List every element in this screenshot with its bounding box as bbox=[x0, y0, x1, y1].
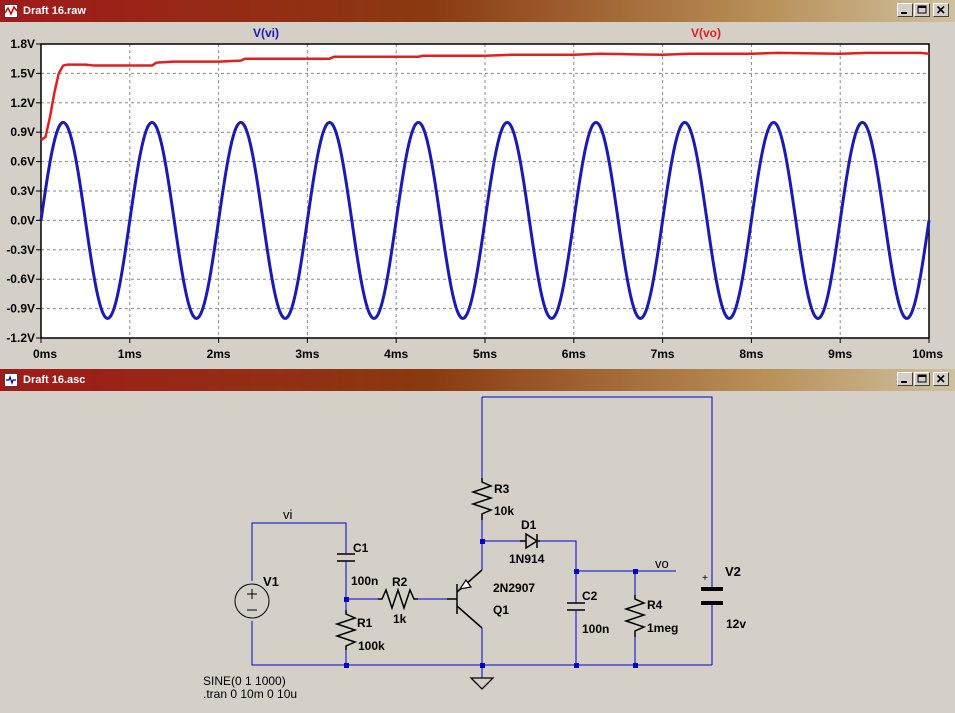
q1-label[interactable]: Q1 bbox=[493, 603, 509, 617]
y-tick-label: -0.6V bbox=[6, 272, 35, 286]
maximize-icon bbox=[917, 374, 927, 383]
wires bbox=[251, 396, 713, 678]
y-axis-ticks: 1.8V 1.5V 1.2V 0.9V 0.6V 0.3V 0.0V -0.3V -0.6V -0… bbox=[6, 37, 41, 345]
x-tick-label: 4ms bbox=[384, 347, 408, 361]
waveform-close-button[interactable] bbox=[933, 3, 949, 17]
trace-label-vo[interactable]: V(vo) bbox=[691, 26, 721, 40]
schematic-labels: vi vo V1 C1 100n R1 100k R2 1k R3 10k D1… bbox=[203, 482, 746, 701]
plot-traces bbox=[39, 51, 931, 320]
r3-value[interactable]: 10k bbox=[494, 504, 514, 518]
maximize-icon bbox=[917, 5, 927, 14]
x-tick-label: 1ms bbox=[118, 347, 142, 361]
y-tick-label: 1.8V bbox=[10, 37, 35, 51]
r3-label[interactable]: R3 bbox=[494, 482, 510, 496]
schematic-maximize-button[interactable] bbox=[914, 372, 930, 386]
y-tick-label: 1.2V bbox=[10, 96, 35, 110]
trace-label-vi[interactable]: V(vi) bbox=[253, 26, 279, 40]
d1-diode[interactable] bbox=[520, 532, 540, 550]
y-tick-label: 1.5V bbox=[10, 66, 35, 80]
schematic-window-title: Draft 16.asc bbox=[23, 374, 86, 386]
x-tick-label: 3ms bbox=[295, 347, 319, 361]
waveform-titlebar[interactable]: Draft 16.raw bbox=[0, 0, 955, 22]
schematic-close-button[interactable] bbox=[933, 372, 949, 386]
x-tick-label: 7ms bbox=[651, 347, 675, 361]
y-tick-label: -1.2V bbox=[6, 331, 35, 345]
v2-label[interactable]: V2 bbox=[725, 564, 741, 579]
tran-directive[interactable]: .tran 0 10m 0 10u bbox=[203, 687, 297, 701]
r4-resistor[interactable] bbox=[623, 595, 647, 637]
waveform-minimize-button[interactable] bbox=[897, 3, 913, 17]
q1-model[interactable]: 2N2907 bbox=[493, 581, 535, 595]
trace-vi bbox=[39, 120, 931, 320]
r1-label[interactable]: R1 bbox=[357, 616, 373, 630]
x-tick-label: 5ms bbox=[473, 347, 497, 361]
r2-label[interactable]: R2 bbox=[392, 575, 408, 589]
net-label-vo[interactable]: vo bbox=[655, 556, 669, 571]
x-tick-label: 9ms bbox=[828, 347, 852, 361]
schematic-minimize-button[interactable] bbox=[897, 372, 913, 386]
r4-label[interactable]: R4 bbox=[647, 598, 663, 612]
q1-transistor[interactable] bbox=[447, 569, 483, 629]
d1-model[interactable]: 1N914 bbox=[509, 552, 545, 566]
r1-resistor[interactable] bbox=[334, 610, 358, 650]
minimize-icon bbox=[901, 12, 907, 14]
c1-value[interactable]: 100n bbox=[351, 574, 378, 588]
v1-source[interactable] bbox=[234, 583, 270, 619]
y-tick-label: 0.3V bbox=[10, 184, 35, 198]
x-axis-ticks: 0ms 1ms 2ms 3ms 4ms 5ms 6ms 7ms 8ms 9ms 10ms bbox=[33, 338, 943, 361]
y-tick-label: -0.3V bbox=[6, 243, 35, 257]
y-tick-label: -0.9V bbox=[6, 302, 35, 316]
r2-resistor[interactable] bbox=[378, 587, 418, 611]
schematic-app-icon bbox=[4, 373, 18, 387]
r3-resistor[interactable] bbox=[470, 478, 494, 520]
x-tick-label: 8ms bbox=[739, 347, 763, 361]
waveform-window: Draft 16.raw 1.8V 1.5V 1.2V 0.9V 0.6V 0.3V 0.0… bbox=[0, 0, 955, 364]
x-tick-label: 0ms bbox=[33, 347, 57, 361]
v2-battery[interactable] bbox=[701, 582, 723, 608]
waveform-maximize-button[interactable] bbox=[914, 3, 930, 17]
schematic-window: Draft 16.asc bbox=[0, 369, 955, 713]
c1-label[interactable]: C1 bbox=[353, 541, 369, 555]
r4-value[interactable]: 1meg bbox=[647, 621, 678, 635]
waveform-app-icon bbox=[4, 4, 18, 18]
source-directive[interactable]: SINE(0 1 1000) bbox=[203, 674, 286, 688]
c2-label[interactable]: C2 bbox=[582, 589, 598, 603]
net-label-vi[interactable]: vi bbox=[283, 507, 293, 522]
x-tick-label: 6ms bbox=[562, 347, 586, 361]
c2-value[interactable]: 100n bbox=[582, 622, 609, 636]
v2-value[interactable]: 12v bbox=[726, 617, 746, 631]
schematic-titlebar[interactable]: Draft 16.asc bbox=[0, 369, 955, 391]
x-tick-label: 10ms bbox=[912, 347, 943, 361]
y-tick-label: 0.6V bbox=[10, 155, 35, 169]
x-tick-label: 2ms bbox=[207, 347, 231, 361]
r2-value[interactable]: 1k bbox=[393, 612, 407, 626]
y-tick-label: 0.9V bbox=[10, 125, 35, 139]
r1-value[interactable]: 100k bbox=[358, 639, 385, 653]
y-tick-label: 0.0V bbox=[10, 213, 35, 227]
v1-label[interactable]: V1 bbox=[263, 574, 279, 589]
schematic-canvas[interactable]: + vi vo V1 C1 100n R1 100k R2 1k R3 10k … bbox=[0, 391, 955, 713]
close-icon bbox=[936, 374, 945, 383]
close-icon bbox=[936, 5, 945, 14]
waveform-plot[interactable]: 1.8V 1.5V 1.2V 0.9V 0.6V 0.3V 0.0V -0.3V -0.6V -0… bbox=[0, 22, 955, 364]
trace-vo bbox=[40, 51, 930, 142]
minimize-icon bbox=[901, 381, 907, 383]
ground-symbol bbox=[469, 677, 495, 690]
schematic-background bbox=[0, 391, 955, 713]
waveform-window-title: Draft 16.raw bbox=[23, 5, 86, 17]
d1-label[interactable]: D1 bbox=[521, 518, 537, 532]
v2-plus-sign: + bbox=[702, 573, 708, 584]
